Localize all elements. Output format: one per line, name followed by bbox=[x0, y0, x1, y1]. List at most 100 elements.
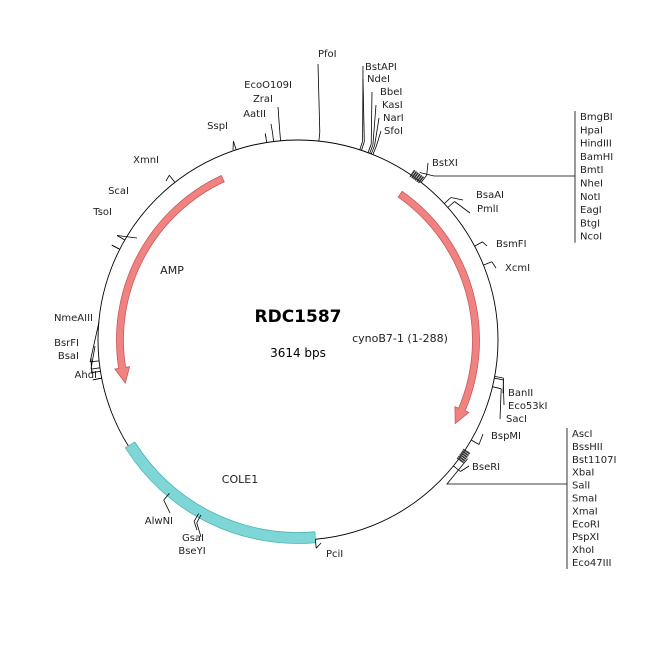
site-label: BstAPI bbox=[365, 62, 397, 73]
site-leader-line bbox=[482, 241, 488, 247]
site-scai[interactable]: ScaI bbox=[108, 186, 138, 241]
site-pmli[interactable]: PmlI bbox=[447, 201, 499, 216]
cynob7-feature-label: cynoB7-1 (1-288) bbox=[352, 332, 448, 345]
site-leader-line bbox=[89, 321, 100, 362]
site-block-tick bbox=[414, 173, 421, 181]
site-label: PfoI bbox=[318, 49, 337, 60]
cluster-site-label: NcoI bbox=[580, 232, 602, 243]
site-label: ScaI bbox=[108, 186, 129, 197]
site-bsrfi[interactable]: BsrFI bbox=[54, 338, 100, 370]
site-leader-line bbox=[460, 465, 470, 472]
amp-feature-arrow[interactable] bbox=[114, 174, 225, 385]
site-label: BsmFI bbox=[496, 239, 527, 250]
site-cluster-mcs-top[interactable]: BmgBIHpaIHindIIIBamHIBmtINheINotIEagIBtg… bbox=[409, 111, 613, 243]
site-bseyi[interactable]: BseYI bbox=[178, 514, 206, 557]
site-eco53ki[interactable]: Eco53kI bbox=[494, 377, 547, 412]
cole1-feature-region[interactable] bbox=[124, 441, 317, 544]
site-label: BsrFI bbox=[54, 338, 79, 349]
site-leader-line bbox=[375, 130, 382, 147]
site-tick bbox=[318, 132, 321, 142]
site-alwni[interactable]: AlwNI bbox=[145, 492, 173, 527]
site-leader-line bbox=[362, 78, 365, 142]
site-bspmi[interactable]: BspMI bbox=[471, 431, 521, 445]
site-nmeaiii[interactable]: NmeAIII bbox=[54, 313, 100, 363]
site-bsmfi[interactable]: BsmFI bbox=[474, 239, 527, 250]
site-leader-line bbox=[277, 106, 281, 132]
site-leader-line bbox=[92, 377, 103, 381]
cluster-site-label: BamHI bbox=[580, 152, 613, 163]
site-label: BanII bbox=[508, 388, 533, 399]
site-ahdi[interactable]: AhdI bbox=[75, 370, 103, 381]
site-leader-line bbox=[374, 117, 380, 146]
site-leader-line bbox=[370, 91, 373, 145]
site-block-tick bbox=[456, 457, 465, 464]
site-bstapi[interactable]: BstAPI bbox=[359, 62, 397, 150]
site-tick bbox=[453, 465, 461, 472]
site-cluster-mcs-bottom[interactable]: AscIBssHIIBst1107IXbaISalISmaIXmaIEcoRIP… bbox=[446, 428, 616, 569]
cluster-site-label: BmgBI bbox=[580, 112, 613, 123]
site-label: NdeI bbox=[367, 74, 390, 85]
cluster-leader-line bbox=[419, 172, 575, 177]
site-label: AatII bbox=[243, 109, 266, 120]
site-tick bbox=[168, 175, 176, 183]
amp-feature-label: AMP bbox=[160, 264, 184, 277]
site-bsaai[interactable]: BsaAI bbox=[444, 190, 504, 204]
cluster-site-label: HpaI bbox=[580, 125, 603, 136]
site-leader-line bbox=[315, 542, 322, 549]
cluster-site-label: EcoRI bbox=[572, 519, 600, 530]
site-label: EcoO109I bbox=[244, 80, 292, 91]
cynob7-feature-arrow[interactable] bbox=[397, 190, 480, 425]
site-label: XcmI bbox=[505, 263, 530, 274]
site-tick bbox=[361, 141, 365, 151]
site-block-tick bbox=[411, 171, 418, 179]
site-bstxi[interactable]: BstXI bbox=[420, 158, 458, 183]
site-ecoo109i[interactable]: EcoO109I bbox=[244, 80, 292, 141]
site-xcmi[interactable]: XcmI bbox=[483, 261, 530, 274]
site-kasi[interactable]: KasI bbox=[369, 100, 403, 154]
site-label: AhdI bbox=[75, 370, 97, 381]
site-tick bbox=[494, 377, 504, 381]
cluster-site-label: PspXI bbox=[572, 532, 599, 543]
cluster-site-label: XhoI bbox=[572, 545, 594, 556]
site-aatii[interactable]: AatII bbox=[243, 109, 268, 143]
cluster-site-label: BssHII bbox=[572, 442, 603, 453]
site-block-tick bbox=[417, 176, 425, 184]
site-label: BsaI bbox=[58, 351, 79, 362]
site-tick bbox=[193, 513, 199, 522]
site-label: AlwNI bbox=[145, 516, 173, 527]
site-label: BsaAI bbox=[476, 190, 504, 201]
site-pfoi[interactable]: PfoI bbox=[317, 49, 337, 142]
site-sspi[interactable]: SspI bbox=[207, 121, 237, 151]
site-label: GsaI bbox=[182, 533, 204, 544]
site-tick bbox=[494, 376, 504, 379]
site-leader-line bbox=[264, 133, 267, 139]
site-gsai[interactable]: GsaI bbox=[182, 513, 204, 544]
site-tick bbox=[369, 144, 374, 154]
site-leader-line bbox=[478, 433, 484, 445]
plasmid-name: RDC1587 bbox=[255, 307, 342, 327]
site-sfoi[interactable]: SfoI bbox=[372, 126, 403, 155]
site-saci[interactable]: SacI bbox=[492, 386, 527, 425]
site-tick bbox=[90, 360, 100, 363]
cole1-feature-label: COLE1 bbox=[222, 473, 258, 486]
site-nari[interactable]: NarI bbox=[370, 113, 404, 155]
site-label: SfoI bbox=[384, 126, 403, 137]
site-leader-line bbox=[372, 104, 377, 145]
site-bbei[interactable]: BbeI bbox=[367, 87, 402, 153]
site-tick bbox=[474, 241, 483, 247]
site-banii[interactable]: BanII bbox=[494, 376, 534, 399]
site-ndei[interactable]: NdeI bbox=[361, 74, 390, 151]
site-label: BstXI bbox=[432, 158, 458, 169]
site-pcii[interactable]: PciI bbox=[315, 539, 343, 560]
site-leader-line bbox=[270, 123, 273, 133]
site-zrai[interactable]: ZraI bbox=[253, 94, 274, 142]
site-bseri[interactable]: BseRI bbox=[453, 462, 500, 473]
site-xmni[interactable]: XmnI bbox=[133, 155, 176, 183]
site-block-tick bbox=[416, 174, 423, 183]
cluster-site-label: Eco47III bbox=[572, 558, 612, 569]
cluster-site-label: NotI bbox=[580, 192, 600, 203]
site-tsoi[interactable]: TsoI bbox=[92, 207, 120, 250]
cluster-site-label: XbaI bbox=[572, 468, 594, 479]
site-label: BbeI bbox=[380, 87, 402, 98]
site-leader-line bbox=[499, 388, 502, 420]
